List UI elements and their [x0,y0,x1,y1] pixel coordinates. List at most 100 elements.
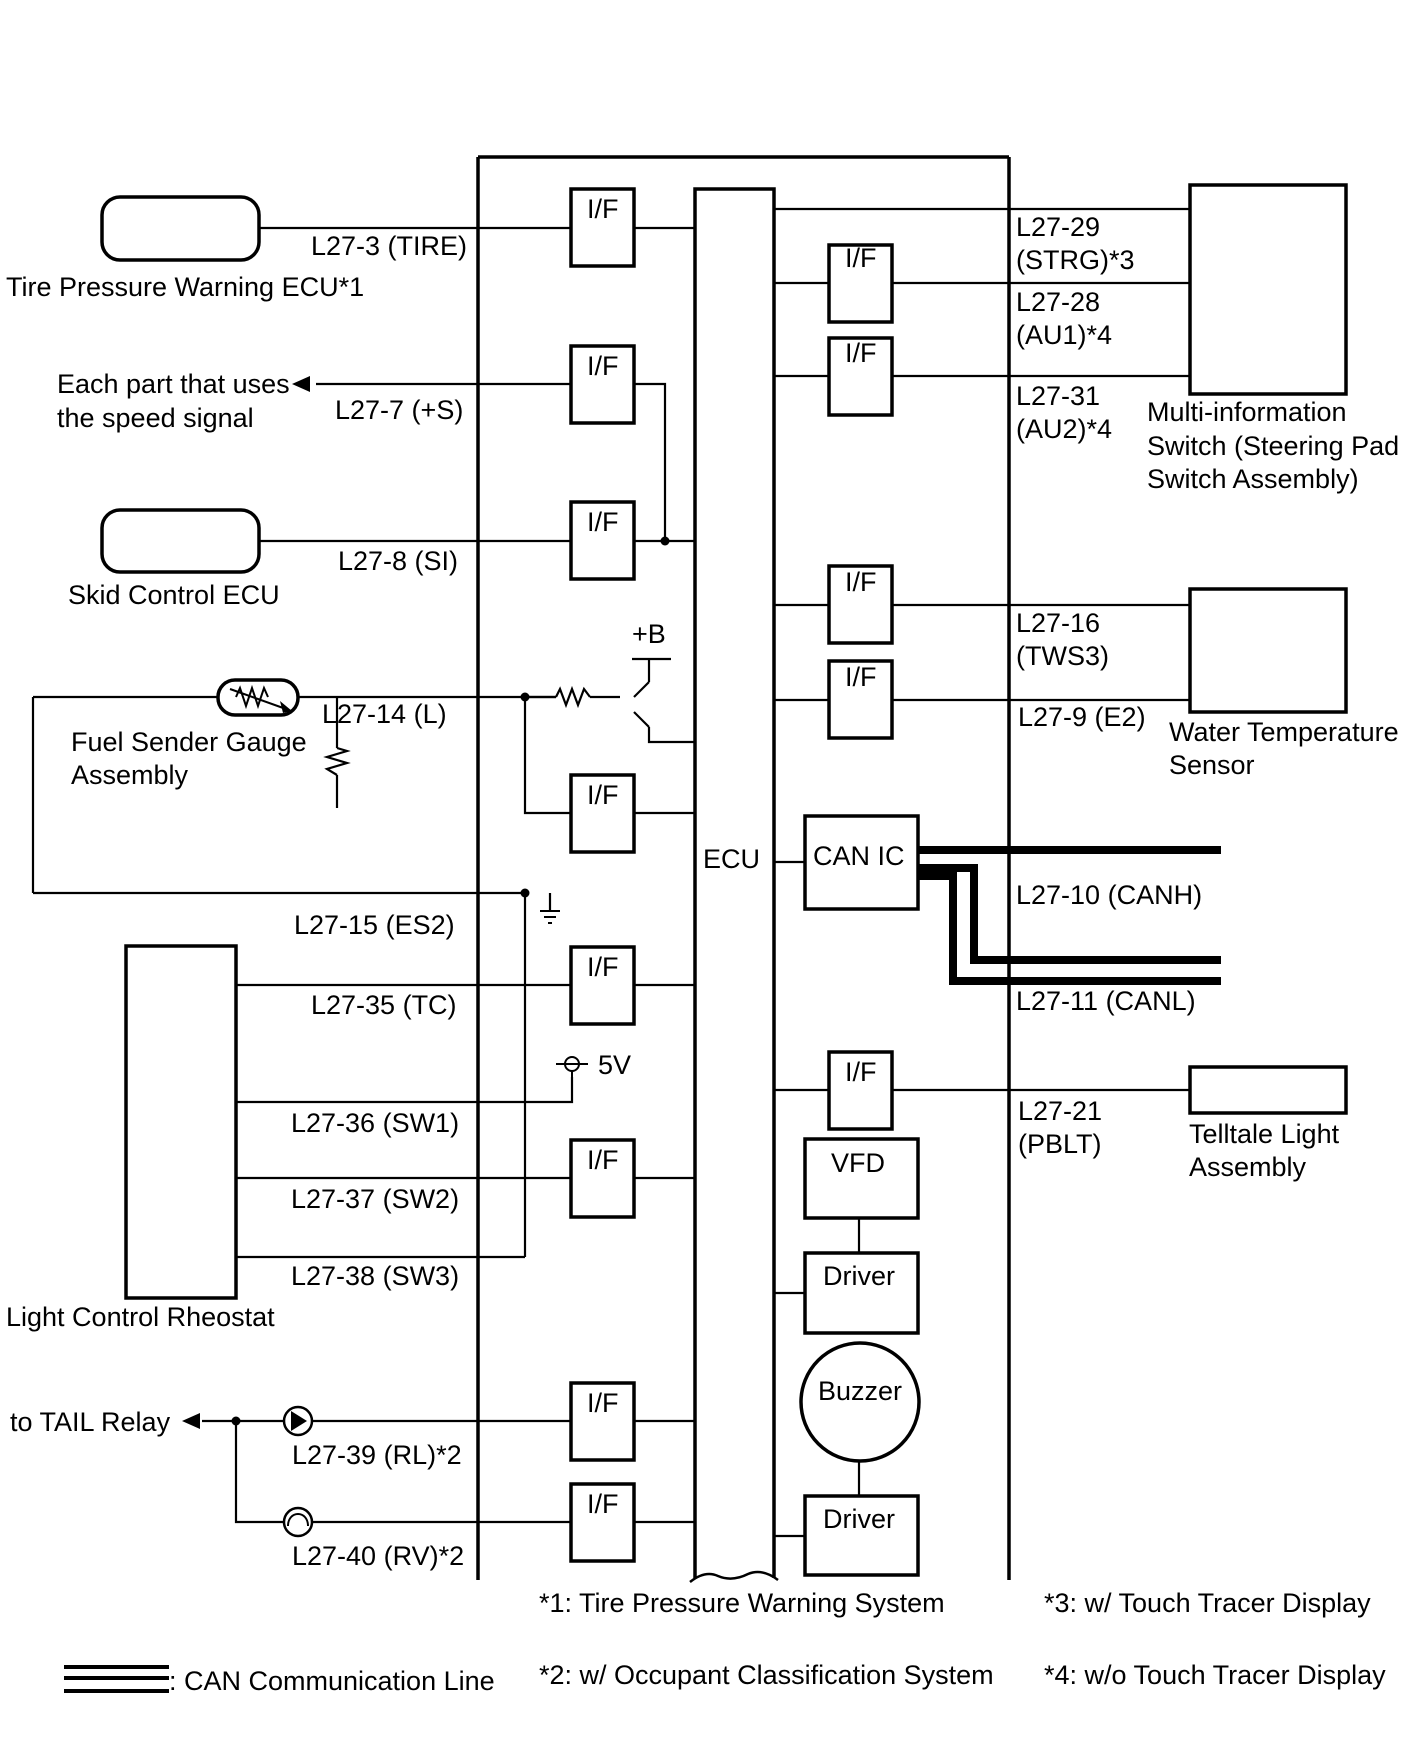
can-bus-lines [918,846,1221,985]
tire-pressure-ecu-box [100,195,261,262]
svg-text:I/F: I/F [587,780,619,810]
multi-information-switch-box [1188,183,1348,396]
telltale-light-assembly-box [1188,1065,1348,1115]
svg-text:Buzzer: Buzzer [818,1376,902,1406]
terminal-label: L27-8 (SI) [338,546,458,576]
vfd-block: VFD [803,1137,920,1220]
terminal-label: L27-21 [1018,1096,1102,1126]
terminal-label: L27-29 [1016,212,1100,242]
fuel-sender-label: Fuel Sender Gauge [71,727,307,757]
terminal-label: L27-15 (ES2) [294,910,455,940]
multi-info-switch-label: Switch (Steering Pad [1147,431,1399,461]
resistor-icon [555,685,591,709]
water-temp-sensor-label: Sensor [1169,750,1255,780]
interface-block: I/F [569,187,636,268]
terminal-label: (TWS3) [1016,641,1109,671]
rv-bulb-icon [282,1506,314,1538]
interface-block: I/F [569,500,636,581]
svg-text:I/F: I/F [587,1489,619,1519]
water-temperature-sensor-box [1188,587,1348,714]
five-volt-label: 5V [598,1050,631,1080]
svg-text:CAN IC: CAN IC [813,841,905,871]
svg-text:I/F: I/F [845,662,877,692]
interface-block: I/F [827,564,894,645]
svg-text:I/F: I/F [845,338,877,368]
multi-info-switch-label: Multi-information [1147,397,1347,427]
terminal-label: L27-37 (SW2) [291,1184,459,1214]
footnote: *1: Tire Pressure Warning System [539,1588,945,1618]
can-ic-block: CAN IC [803,814,920,911]
footnote: *2: w/ Occupant Classification System [539,1660,994,1690]
terminal-label: L27-38 (SW3) [291,1261,459,1291]
interface-block: I/F [569,1482,636,1563]
multi-info-switch-label: Switch Assembly) [1147,464,1359,494]
interface-block: I/F [569,773,636,854]
ground-icon [540,910,560,924]
terminal-label: L27-40 (RV)*2 [292,1541,464,1571]
svg-text:I/F: I/F [587,507,619,537]
svg-text:I/F: I/F [587,952,619,982]
tail-relay-label: to TAIL Relay [10,1407,171,1437]
svg-text:I/F: I/F [845,1057,877,1087]
combination-meter-outline [476,155,1011,1580]
arrow-left-icon [292,376,310,392]
svg-text:I/F: I/F [587,194,619,224]
junction-dots [231,536,670,1426]
terminal-label: L27-36 (SW1) [291,1108,459,1138]
five-volt-supply-icon [556,1056,588,1077]
buzzer-block: Buzzer [799,1341,921,1463]
interface-block: I/F [569,1381,636,1462]
terminal-label: L27-14 (L) [322,699,447,729]
svg-text:Driver: Driver [823,1504,895,1534]
svg-text:I/F: I/F [587,1388,619,1418]
arrow-left-icon [182,1413,200,1429]
resistor-icon [323,746,351,776]
rl-bulb-icon [282,1405,314,1437]
svg-text:I/F: I/F [587,1145,619,1175]
can-line-legend-icon [64,1665,169,1693]
terminal-label: L27-7 (+S) [335,395,463,425]
telltale-light-label: Assembly [1189,1152,1307,1182]
terminal-label: L27-10 (CANH) [1016,880,1202,910]
terminal-label: (AU2)*4 [1016,414,1112,444]
ecu-label: ECU [703,844,760,874]
svg-text:I/F: I/F [845,567,877,597]
interface-block: I/F [827,659,894,740]
svg-text:I/F: I/F [587,351,619,381]
terminal-label: L27-39 (RL)*2 [292,1440,462,1470]
legend-label: : CAN Communication Line [169,1666,495,1696]
interface-block: I/F [569,945,636,1026]
terminal-label: L27-31 [1016,381,1100,411]
terminal-label: (AU1)*4 [1016,320,1112,350]
rheostat-label: Light Control Rheostat [6,1302,275,1332]
terminal-label: L27-9 (E2) [1018,702,1146,732]
ecu-block: ECU [689,187,779,1583]
plus-b-label: +B [632,619,666,649]
driver-block: Driver [803,1494,920,1577]
interface-block: I/F [569,344,636,425]
water-temp-sensor-label: Water Temperature [1169,717,1399,747]
driver-block: Driver [803,1251,920,1335]
footnote: *4: w/o Touch Tracer Display [1044,1660,1386,1690]
terminal-label: L27-16 [1016,608,1100,638]
light-control-rheostat-box [124,944,238,1300]
interface-block: I/F [827,336,894,417]
interface-block: I/F [569,1138,636,1219]
terminal-label: L27-35 (TC) [311,990,457,1020]
terminal-label: (STRG)*3 [1016,245,1135,275]
tire-pressure-ecu-label: Tire Pressure Warning ECU*1 [6,272,364,302]
interface-block: I/F [827,1050,894,1131]
telltale-light-label: Telltale Light [1189,1119,1340,1149]
terminal-label: L27-3 (TIRE) [311,231,467,261]
wiring [31,207,1190,1538]
interface-block: I/F [827,243,894,324]
terminal-label: (PBLT) [1018,1129,1102,1159]
terminal-label: L27-11 (CANL) [1016,986,1196,1016]
skid-control-ecu-label: Skid Control ECU [68,580,280,610]
footnote: *3: w/ Touch Tracer Display [1044,1588,1371,1618]
speed-signal-label: Each part that uses [57,369,290,399]
fuel-sender-gauge-icon [216,678,300,717]
svg-text:I/F: I/F [845,243,877,273]
fuel-sender-label: Assembly [71,760,189,790]
